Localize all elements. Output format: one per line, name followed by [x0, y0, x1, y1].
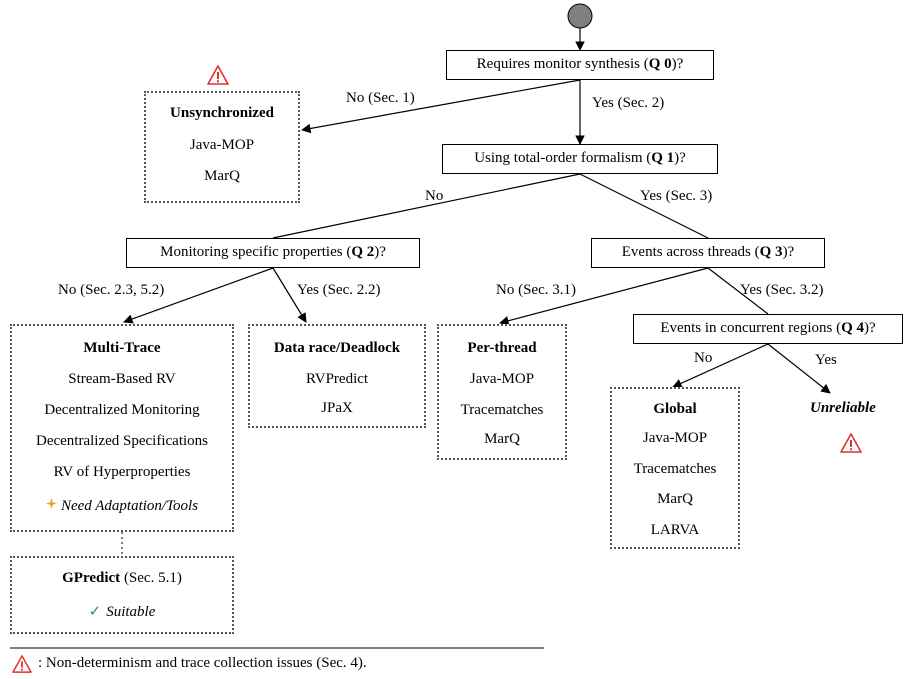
edge-label-q4-yes: Yes [815, 352, 837, 368]
edge-q1-no [272, 173, 581, 239]
box-note: Need Adaptation/Tools [12, 498, 232, 515]
question-q0: Requires monitor synthesis (Q 0)? [446, 50, 714, 80]
edge-q2-yes [272, 267, 307, 323]
box-item: RV of Hyperproperties [53, 464, 191, 480]
edge-label-q4-no: No [694, 350, 713, 366]
q3-id: Q 3 [759, 244, 783, 260]
box-item: Java-MOP [642, 430, 708, 446]
box-item: Decentralized Monitoring [44, 402, 200, 418]
box-item: Tracematches [460, 402, 544, 418]
unreliable-label: Unreliable [810, 400, 876, 416]
edge-q4-yes [767, 343, 831, 394]
legend-text: : Non-determinism and trace collection i… [38, 655, 367, 671]
edge-label-q3-no: No (Sec. 3.1) [496, 282, 576, 298]
result-box-multi-trace: Multi-Trace Stream-Based RV Decentralize… [10, 324, 234, 532]
q4-id: Q 4 [841, 320, 865, 336]
edge-q4-no [672, 343, 769, 388]
edge-q3-no [499, 267, 709, 326]
question-q2: Monitoring specific properties (Q 2)? [126, 238, 420, 268]
result-box-unsynchronized: Unsynchronized Java-MOP MarQ [144, 91, 300, 203]
edge-label-q0-yes: Yes (Sec. 2) [592, 95, 665, 111]
edge-label-q1-no: No [425, 188, 444, 204]
question-q3: Events across threads (Q 3)? [591, 238, 825, 268]
edge-q3-yes [707, 267, 769, 315]
question-q4: Events in concurrent regions (Q 4)? [633, 314, 903, 344]
edge-label-q1-yes: Yes (Sec. 3) [640, 188, 713, 204]
start-node [567, 3, 593, 29]
box-title: Unsynchronized [170, 105, 274, 121]
box-item: Stream-Based RV [68, 371, 176, 387]
result-box-per-thread: Per-thread Java-MOP Tracematches MarQ [437, 324, 567, 460]
warning-triangle-icon [12, 655, 32, 673]
edge-label-q2-no: No (Sec. 2.3, 5.2) [58, 282, 165, 298]
checkmark-icon: ✓ [88, 604, 102, 620]
box-item: Decentralized Specifications [35, 433, 208, 449]
q1-id: Q 1 [651, 150, 675, 166]
box-title: GPredict (Sec. 5.1) [62, 570, 182, 586]
question-q1: Using total-order formalism (Q 1)? [442, 144, 718, 174]
box-item: RVPredict [305, 371, 369, 387]
box-item: Java-MOP [189, 137, 255, 153]
box-title: Per-thread [467, 340, 537, 356]
warning-triangle-icon [207, 65, 229, 85]
edge-q2-no [123, 267, 274, 324]
box-note: ✓Suitable [88, 604, 156, 620]
q2-id: Q 2 [351, 244, 375, 260]
edge-label-q3-yes: Yes (Sec. 3.2) [740, 282, 824, 298]
star-icon [45, 498, 57, 509]
edge-q0-no [301, 79, 581, 134]
box-item: LARVA [650, 522, 700, 538]
box-title: Data race/Deadlock [273, 340, 401, 356]
result-box-gpredict: GPredict (Sec. 5.1) ✓Suitable [10, 556, 234, 634]
box-item: MarQ [657, 491, 693, 507]
box-item: Tracematches [633, 461, 717, 477]
warning-triangle-icon [840, 433, 862, 453]
box-item: MarQ [204, 168, 240, 184]
box-title: Global [653, 401, 697, 417]
edge-q1-yes [579, 173, 709, 239]
edge-label-q0-no: No (Sec. 1) [346, 90, 415, 106]
box-item: MarQ [484, 431, 520, 447]
result-box-data-race: Data race/Deadlock RVPredict JPaX [248, 324, 426, 428]
box-item: JPaX [321, 400, 353, 416]
q0-id: Q 0 [648, 56, 672, 72]
box-item: Java-MOP [469, 371, 535, 387]
edge-label-q2-yes: Yes (Sec. 2.2) [297, 282, 381, 298]
result-box-global: Global Java-MOP Tracematches MarQ LARVA [610, 387, 740, 549]
box-title: Multi-Trace [83, 340, 161, 356]
